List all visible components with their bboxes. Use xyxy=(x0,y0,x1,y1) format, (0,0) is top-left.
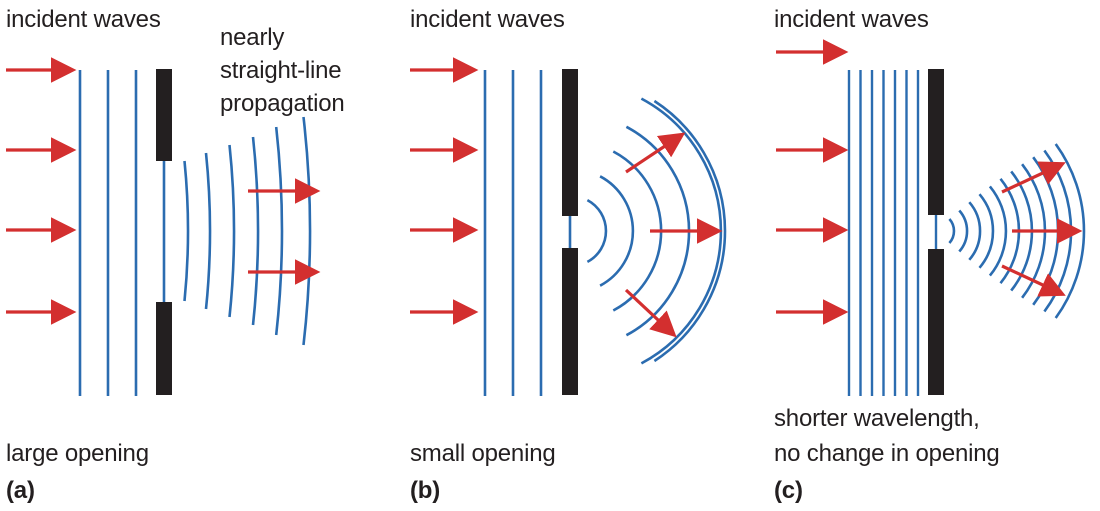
panel-b-tag: (b) xyxy=(410,477,441,504)
diffracted-wavefront xyxy=(599,175,635,287)
panel-b xyxy=(410,57,727,396)
barrier-bottom xyxy=(156,302,172,395)
diffracted-wavefront xyxy=(1054,143,1086,319)
panel-a-tag: (a) xyxy=(6,477,35,504)
panel-c-caption-line-1: shorter wavelength, xyxy=(774,405,980,432)
diffracted-wavefront xyxy=(988,185,1008,277)
diffracted-arrow-down xyxy=(624,288,677,338)
diffracted-wavefront xyxy=(653,99,727,363)
panel-a-annotation-line-3: propagation xyxy=(220,90,345,117)
panel-a-annotation-line-1: nearly xyxy=(220,24,285,51)
diffracted-arrow-up xyxy=(1001,161,1066,194)
diffracted-wavefront xyxy=(274,126,284,336)
panel-a-incident-label: incident waves xyxy=(6,6,161,33)
diffracted-wavefront xyxy=(183,160,190,302)
panel-c xyxy=(776,39,1086,396)
panel-a xyxy=(6,57,321,396)
diffracted-wavefront xyxy=(968,201,982,261)
barrier-bottom xyxy=(928,249,944,395)
diffracted-wavefront xyxy=(302,116,312,346)
panel-c-incident-label: incident waves xyxy=(774,6,929,33)
diffracted-wavefront xyxy=(948,218,956,244)
panel-c-tag: (c) xyxy=(774,477,803,504)
diffracted-wavefront xyxy=(251,136,260,326)
panel-a-annotation-line-2: straight-line xyxy=(220,57,342,84)
panel-c-caption-line-2: no change in opening xyxy=(774,440,1000,467)
barrier-top xyxy=(562,69,578,216)
diffracted-wavefront xyxy=(958,209,969,253)
barrier-top xyxy=(928,69,944,215)
diffracted-arrow-up xyxy=(625,132,686,174)
panel-b-caption: small opening xyxy=(410,440,556,467)
diffracted-wavefront xyxy=(978,193,995,269)
panel-a-caption: large opening xyxy=(6,440,149,467)
diffracted-wavefront xyxy=(204,152,212,310)
barrier-bottom xyxy=(562,248,578,395)
diffracted-wavefront xyxy=(228,144,236,318)
diffracted-wavefront xyxy=(586,198,608,264)
panel-b-incident-label: incident waves xyxy=(410,6,565,33)
diffracted-arrow-down xyxy=(1001,264,1066,297)
barrier-top xyxy=(156,69,172,161)
